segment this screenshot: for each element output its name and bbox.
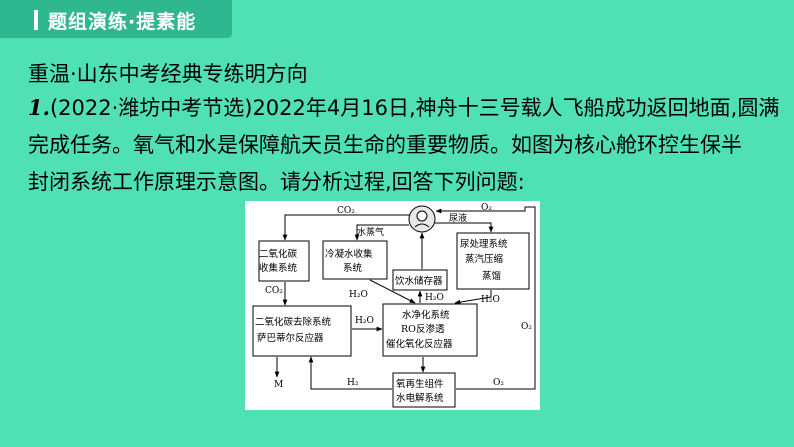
life-support-diagram: 二氧化碳 收集系统 冷凝水收集 系统 饮水储存器 尿处理系统 蒸汽压缩 蒸馏 二…	[245, 201, 540, 410]
oxygen-regeneration-box	[392, 372, 456, 408]
m-label: M	[274, 380, 283, 390]
purification-label-1: 水净化系统	[402, 309, 450, 321]
co2-collection-label-1: 二氧化碳	[259, 248, 298, 260]
urine-label-1: 尿处理系统	[460, 238, 508, 250]
purification-label-2: RO反渗透	[401, 323, 445, 335]
water-purification-box	[382, 303, 478, 357]
section-header-title: 题组演练·提素能	[48, 11, 197, 33]
urine-processing-box	[456, 232, 530, 290]
h2o-label-4: H₂O	[355, 316, 374, 326]
o2-right-label: O₂	[521, 322, 532, 332]
co2-collection-label-2: 收集系统	[259, 262, 298, 274]
question-line-2: 完成任务。氧气和水是保障航天员生命的重要物质。如图为核心舱环控生保半	[28, 133, 742, 157]
o2-bottom-label: O₂	[493, 378, 504, 388]
purification-label-3: 催化氧化反应器	[386, 338, 453, 350]
urine-label-2: 蒸汽压缩	[465, 253, 504, 265]
co2-removal-box	[252, 305, 352, 357]
condensate-label-2: 系统	[343, 262, 363, 274]
question-line-1: 1.(2022·潍坊中考节选)2022年4月16日,神舟十三号载人飞船成功返回地…	[28, 92, 779, 122]
condensate-box	[322, 240, 388, 280]
co2-removal-label-1: 二氧化碳去除系统	[255, 316, 332, 328]
co2-top-label: CO₂	[337, 206, 355, 216]
h2-label: H₂	[347, 378, 359, 388]
urine-flow-label: 尿液	[449, 212, 467, 224]
diagram-svg: 二氧化碳 收集系统 冷凝水收集 系统 饮水储存器 尿处理系统 蒸汽压缩 蒸馏 二…	[252, 203, 536, 408]
oxygen-label-2: 水电解系统	[396, 392, 444, 404]
question-line-3: 封闭系统工作原理示意图。请分析过程,回答下列问题:	[28, 170, 525, 194]
co2-collection-box	[258, 240, 310, 282]
o2-top-label: O₂	[481, 203, 492, 213]
urine-label-3: 蒸馏	[482, 270, 501, 282]
section-header-tab: 题组演练·提素能	[0, 0, 232, 38]
flow-arrows	[274, 206, 536, 390]
oxygen-label-1: 氧再生组件	[396, 378, 444, 390]
header-accent-bar	[34, 10, 38, 30]
water-storage-box	[392, 269, 448, 291]
condensate-label-1: 冷凝水收集	[325, 248, 373, 260]
co2-removal-label-2: 萨巴蒂尔反应器	[257, 332, 324, 344]
question-number: 1.	[28, 95, 50, 120]
h2o-label-3: H₂O	[481, 295, 500, 305]
co2-mid-label: CO₂	[265, 286, 283, 296]
h2o-label-2: H₂O	[425, 293, 444, 303]
water-storage-label: 饮水储存器	[395, 275, 443, 287]
section-title: 重温·山东中考经典专练明方向	[28, 62, 308, 86]
vapor-label: 水蒸气	[357, 226, 384, 238]
question-text-1: (2022·潍坊中考节选)2022年4月16日,神舟十三号载人飞船成功返回地面,…	[49, 96, 780, 120]
h2o-label-1: H₂O	[349, 290, 368, 300]
